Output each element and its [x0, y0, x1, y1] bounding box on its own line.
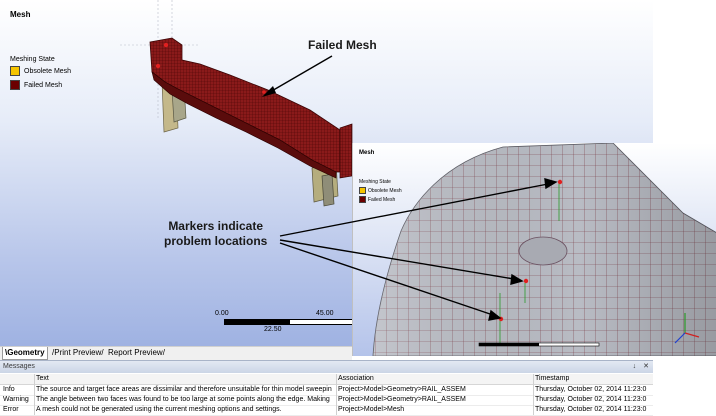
failed-swatch [359, 196, 366, 203]
markers-callout: Markers indicate problem locations [164, 219, 267, 249]
messages-controls: ↓ ✕ [633, 361, 649, 373]
message-association: Project>Model>Mesh [338, 406, 405, 413]
failed-mesh-arrow [262, 55, 333, 97]
legend-label: Obsolete Mesh [368, 187, 402, 194]
close-icon[interactable]: ✕ [643, 363, 649, 370]
table-row[interactable]: Warning The angle between two faces was … [0, 395, 653, 406]
message-association: Project>Model>Geometry>RAIL_ASSEM [338, 396, 466, 403]
failed-mesh-callout: Failed Mesh [308, 38, 377, 52]
obsolete-swatch [359, 187, 366, 194]
messages-title: Messages [3, 363, 35, 370]
column-header-text[interactable]: Text [36, 375, 49, 382]
markers-callout-line2: problem locations [164, 234, 268, 248]
meshing-state-legend: Meshing State Obsolete Mesh Failed Mesh [10, 56, 71, 90]
column-divider[interactable] [34, 374, 35, 415]
table-row[interactable]: Info The source and target face areas ar… [0, 385, 653, 396]
legend-heading: Meshing State [359, 179, 391, 185]
legend-item-obsolete: Obsolete Mesh [10, 66, 71, 76]
inset-meshing-state-legend: Meshing State Obsolete Mesh Failed Mesh [359, 179, 402, 203]
scale-label-right: 45.00 [316, 310, 334, 317]
message-timestamp: Thursday, October 02, 2014 11:23:0 [535, 406, 647, 413]
message-association: Project>Model>Geometry>RAIL_ASSEM [338, 386, 466, 393]
table-row[interactable]: Error A mesh could not be generated usin… [0, 405, 653, 416]
tab-print-preview[interactable]: /Print Preview/ [52, 348, 104, 357]
legend-label: Failed Mesh [24, 81, 63, 89]
column-divider[interactable] [336, 374, 337, 415]
legend-label: Obsolete Mesh [24, 67, 72, 75]
legend-label: Failed Mesh [368, 196, 396, 203]
message-text: The source and target face areas are dis… [36, 386, 332, 393]
failed-swatch [10, 80, 20, 90]
scale-label-left: 0.00 [215, 310, 229, 317]
tab-label: Print Preview [54, 348, 102, 357]
legend-item-failed: Failed Mesh [359, 196, 402, 203]
tab-report-preview[interactable]: Report Preview/ [108, 348, 165, 357]
column-header-timestamp[interactable]: Timestamp [535, 375, 570, 382]
legend-heading: Meshing State [10, 56, 55, 63]
inset-graphics-viewport[interactable]: Mesh Meshing State Obsolete Mesh Failed … [352, 143, 716, 356]
tab-icon: / [52, 348, 55, 357]
obsolete-swatch [10, 66, 20, 76]
legend-item-obsolete: Obsolete Mesh [359, 187, 402, 194]
tab-label: Geometry [7, 348, 45, 357]
scale-label-middle: 22.50 [264, 326, 282, 333]
tab-geometry[interactable]: \Geometry [2, 347, 48, 360]
pin-icon[interactable]: ↓ [632, 363, 637, 370]
messages-title-bar: Messages [0, 361, 653, 373]
viewport-title: Mesh [10, 10, 31, 19]
column-header-association[interactable]: Association [338, 375, 374, 382]
tab-label: Report Preview [108, 348, 163, 357]
column-divider[interactable] [533, 374, 534, 415]
messages-panel: Messages ↓ ✕ Text Association Timestamp … [0, 360, 653, 416]
messages-column-headers: Text Association Timestamp [0, 374, 653, 385]
message-timestamp: Thursday, October 02, 2014 11:23:0 [535, 386, 647, 393]
message-type: Warning [3, 396, 29, 403]
message-text: A mesh could not be generated using the … [36, 406, 282, 413]
tab-icon: \ [5, 348, 8, 357]
message-type: Info [3, 386, 15, 393]
rail-mesh-model [120, 0, 353, 207]
legend-item-failed: Failed Mesh [10, 80, 71, 90]
message-text: The angle between two faces was found to… [36, 396, 330, 403]
inset-viewport-title: Mesh [359, 150, 375, 156]
message-type: Error [3, 406, 19, 413]
markers-callout-line1: Markers indicate [168, 219, 264, 233]
message-timestamp: Thursday, October 02, 2014 11:23:0 [535, 396, 647, 403]
view-tab-bar: \Geometry /Print Preview/ Report Preview… [0, 346, 352, 360]
